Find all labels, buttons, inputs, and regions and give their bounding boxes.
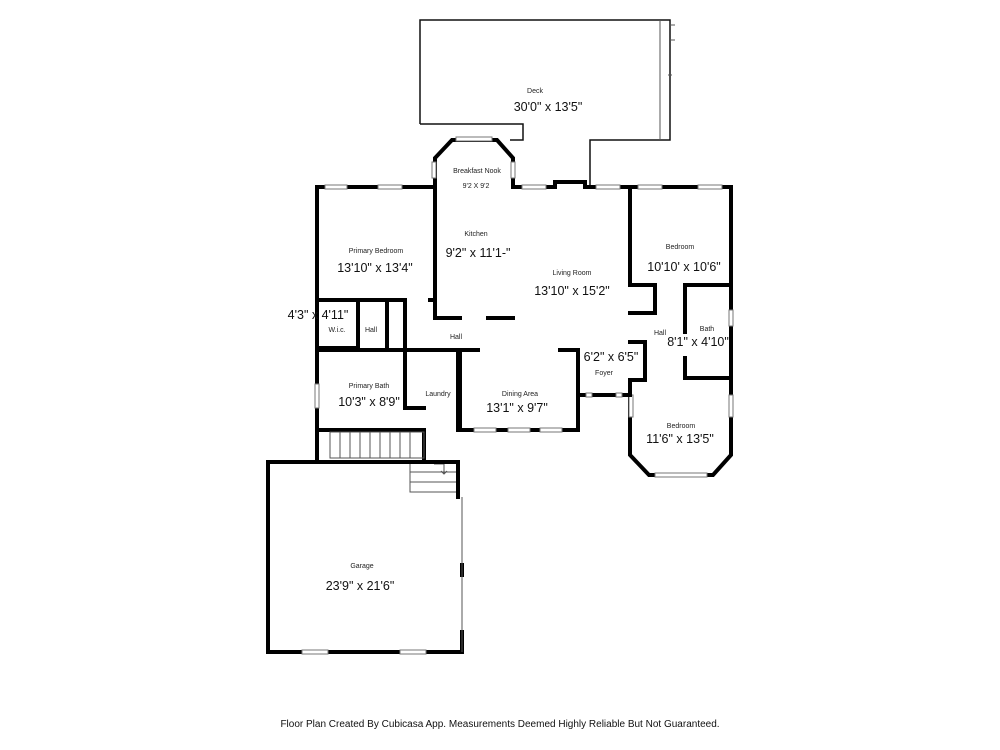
laundry-label: Laundry bbox=[425, 391, 451, 398]
garage-walls bbox=[266, 460, 464, 654]
breakfast-nook-label: Breakfast Nook bbox=[453, 168, 501, 175]
wic-dimensions: 4'3" x 4'11" bbox=[288, 308, 349, 322]
hall-label-center: Hall bbox=[450, 334, 463, 341]
primary-bath-label: Primary Bath bbox=[349, 383, 390, 390]
primary-bedroom-dimensions: 13'10" x 13'4" bbox=[337, 261, 413, 275]
dining-area-label: Dining Area bbox=[502, 391, 538, 398]
wic-label: W.i.c. bbox=[328, 327, 345, 334]
breakfast-nook-dimensions: 9'2 X 9'2 bbox=[463, 183, 490, 190]
deck-outline bbox=[419, 19, 675, 187]
hall-label-primary: Hall bbox=[365, 327, 378, 334]
bedroom-2-dimensions: 11'6" x 13'5" bbox=[646, 432, 714, 446]
primary-bedroom-label: Primary Bedroom bbox=[349, 248, 404, 255]
interior-walls bbox=[315, 185, 733, 462]
bedroom-1-label: Bedroom bbox=[666, 244, 695, 251]
living-room-label: Living Room bbox=[553, 270, 592, 277]
bedroom-2-label: Bedroom bbox=[667, 423, 696, 430]
deck-dimensions: 30'0" x 13'5" bbox=[514, 100, 583, 114]
kitchen-label: Kitchen bbox=[464, 231, 487, 238]
foyer-label: Foyer bbox=[595, 370, 614, 377]
bath-dimensions: 8'1" x 4'10" bbox=[667, 335, 729, 349]
kitchen-dimensions: 9'2" x 11'1-" bbox=[446, 246, 511, 260]
dining-area-dimensions: 13'1" x 9'7" bbox=[486, 401, 548, 415]
garage-label: Garage bbox=[350, 563, 373, 570]
breakfast-nook-bay bbox=[431, 136, 516, 189]
deck-label: Deck bbox=[527, 88, 543, 95]
garage-dimensions: 23'9" x 21'6" bbox=[326, 579, 395, 593]
bath-label: Bath bbox=[700, 326, 715, 333]
living-room-dimensions: 13'10" x 15'2" bbox=[534, 284, 610, 298]
footer-disclaimer: Floor Plan Created By Cubicasa App. Meas… bbox=[280, 719, 719, 730]
foyer-dimensions: 6'2" x 6'5" bbox=[584, 350, 639, 364]
bedroom-1-dimensions: 10'10' x 10'6" bbox=[647, 260, 720, 274]
primary-bath-dimensions: 10'3" x 8'9" bbox=[338, 395, 400, 409]
hall-label-right: Hall bbox=[654, 330, 667, 337]
